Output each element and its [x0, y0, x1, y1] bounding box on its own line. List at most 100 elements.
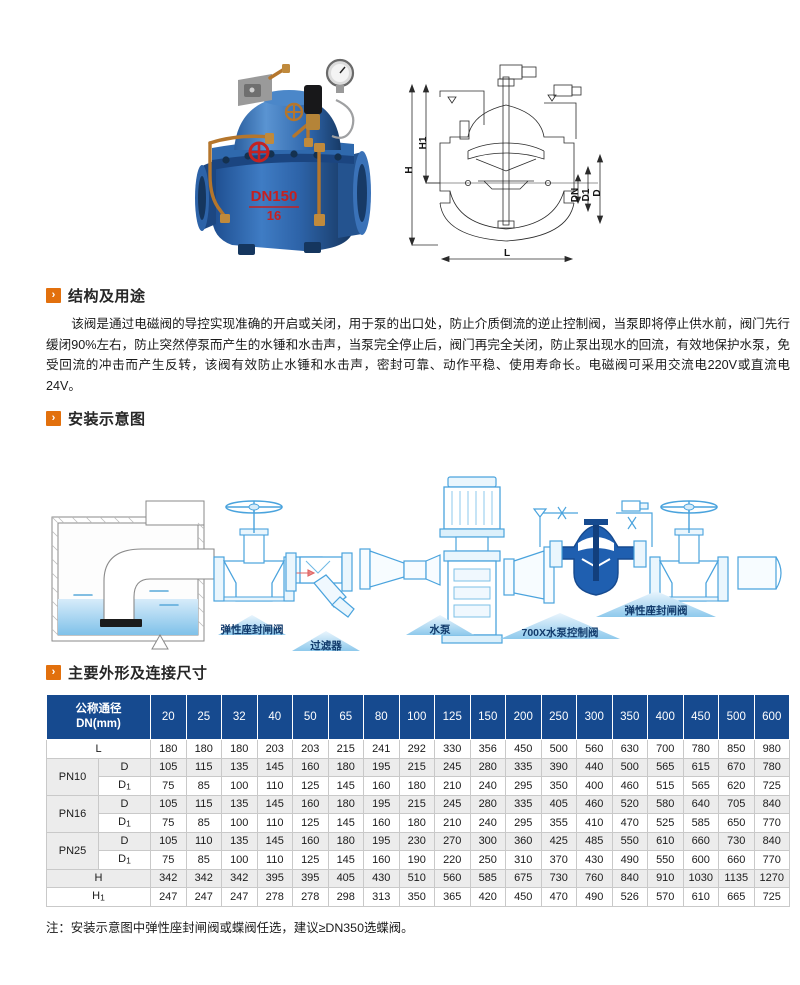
table-cell: 330	[434, 739, 471, 759]
table-cell: 840	[611, 868, 648, 888]
table-cell: 190	[398, 850, 435, 870]
table-cell: 145	[327, 813, 364, 833]
table-cell: 278	[256, 887, 293, 907]
table-row-label: D1	[98, 850, 151, 870]
table-cell: 135	[221, 794, 258, 814]
table-note: 注：安装示意图中弹性座封闸阀或蝶阀任选，建议≥DN350选蝶阀。	[46, 920, 414, 935]
table-cell: 600	[682, 850, 719, 870]
table-cell: 195	[363, 794, 400, 814]
table-cell: 520	[611, 794, 648, 814]
dimension-label-H1: H1	[418, 136, 429, 149]
table-row-label: H	[46, 868, 151, 888]
table-cell: 310	[505, 850, 542, 870]
section-heading-structure: › 结构及用途	[0, 285, 800, 306]
table-cell: 135	[221, 831, 258, 851]
table-cell: 355	[540, 813, 577, 833]
table-cell: 490	[576, 887, 613, 907]
table-column-header-dn-150: 150	[469, 694, 506, 740]
table-cell: 670	[718, 757, 755, 777]
table-column-header-dn-250: 250	[540, 694, 577, 740]
table-cell: 110	[256, 813, 293, 833]
top-figures: DN150 16	[0, 0, 800, 285]
table-column-header-dn-400: 400	[647, 694, 684, 740]
table-cell: 300	[469, 831, 506, 851]
table-cell: 500	[540, 739, 577, 759]
dimension-label-D: D	[592, 189, 603, 196]
valve-body-marking-dn: DN150	[251, 188, 298, 205]
table-cell: 180	[221, 739, 258, 759]
dimension-label-DN: DN	[570, 188, 581, 202]
table-cell: 180	[150, 739, 187, 759]
table-row-label: D1	[98, 813, 151, 833]
table-cell: 660	[718, 850, 755, 870]
table-column-header-dn-300: 300	[576, 694, 613, 740]
table-cell: 585	[682, 813, 719, 833]
table-column-header-dn-600: 600	[753, 694, 790, 740]
table-cell: 840	[753, 794, 790, 814]
table-cell: 980	[753, 739, 790, 759]
table-column-header-dn-32: 32	[221, 694, 258, 740]
table-cell: 370	[540, 850, 577, 870]
table-cell: 313	[363, 887, 400, 907]
table-row-label: D1	[98, 776, 151, 796]
table-cell: 630	[611, 739, 648, 759]
table-cell: 550	[611, 831, 648, 851]
table-cell: 85	[185, 813, 222, 833]
table-cell: 110	[185, 831, 222, 851]
table-cell: 135	[221, 757, 258, 777]
table-cell: 203	[256, 739, 293, 759]
table-cell: 342	[150, 868, 187, 888]
table-cell: 210	[434, 776, 471, 796]
section-title-structure: 结构及用途	[68, 288, 146, 305]
table-cell: 490	[611, 850, 648, 870]
table-column-header-dn-20: 20	[150, 694, 187, 740]
table-cell: 460	[576, 794, 613, 814]
structure-paragraph: 该阀是通过电磁阀的导控实现准确的开启或关闭，用于泵的出口处，防止介质倒流的逆止控…	[46, 317, 790, 393]
table-cell: 125	[292, 813, 329, 833]
table-cell: 160	[363, 776, 400, 796]
diagram-label-gate-valve-1: 弹性座封闸阀	[221, 623, 284, 636]
table-cell: 650	[718, 813, 755, 833]
table-cell: 203	[292, 739, 329, 759]
installation-diagram: 弹性座封闸阀 过滤器 水泵 700X水泵控制阀 弹性座封闸阀	[0, 439, 800, 654]
table-cell: 360	[505, 831, 542, 851]
table-cell: 725	[753, 776, 790, 796]
diagram-label-control-valve: 700X水泵控制阀	[521, 626, 598, 639]
table-cell: 705	[718, 794, 755, 814]
table-cell: 295	[505, 776, 542, 796]
table-cell: 215	[398, 794, 435, 814]
table-cell: 105	[150, 831, 187, 851]
section-title-installation: 安装示意图	[68, 411, 146, 428]
table-cell: 215	[327, 739, 364, 759]
table-cell: 160	[363, 850, 400, 870]
table-column-header-dn-50: 50	[292, 694, 329, 740]
table-cell: 145	[256, 757, 293, 777]
section-heading-dimensions: › 主要外形及连接尺寸	[0, 662, 800, 683]
diagram-label-strainer: 过滤器	[310, 639, 342, 652]
table-cell: 610	[682, 887, 719, 907]
diagram-label-gate-valve-2: 弹性座封闸阀	[625, 604, 688, 617]
table-column-header-dn-350: 350	[611, 694, 648, 740]
section-marker-icon: ›	[46, 288, 61, 303]
table-cell: 450	[505, 887, 542, 907]
table-cell: 295	[505, 813, 542, 833]
table-cell: 665	[718, 887, 755, 907]
table-cell: 240	[469, 813, 506, 833]
table-cell: 470	[540, 887, 577, 907]
table-cell: 640	[682, 794, 719, 814]
section-title-dimensions: 主要外形及连接尺寸	[68, 665, 208, 682]
table-cell: 526	[611, 887, 648, 907]
table-column-header-dn-500: 500	[718, 694, 755, 740]
table-cell: 342	[185, 868, 222, 888]
table-cell: 570	[647, 887, 684, 907]
table-cell: 725	[753, 887, 790, 907]
table-cell: 245	[434, 757, 471, 777]
